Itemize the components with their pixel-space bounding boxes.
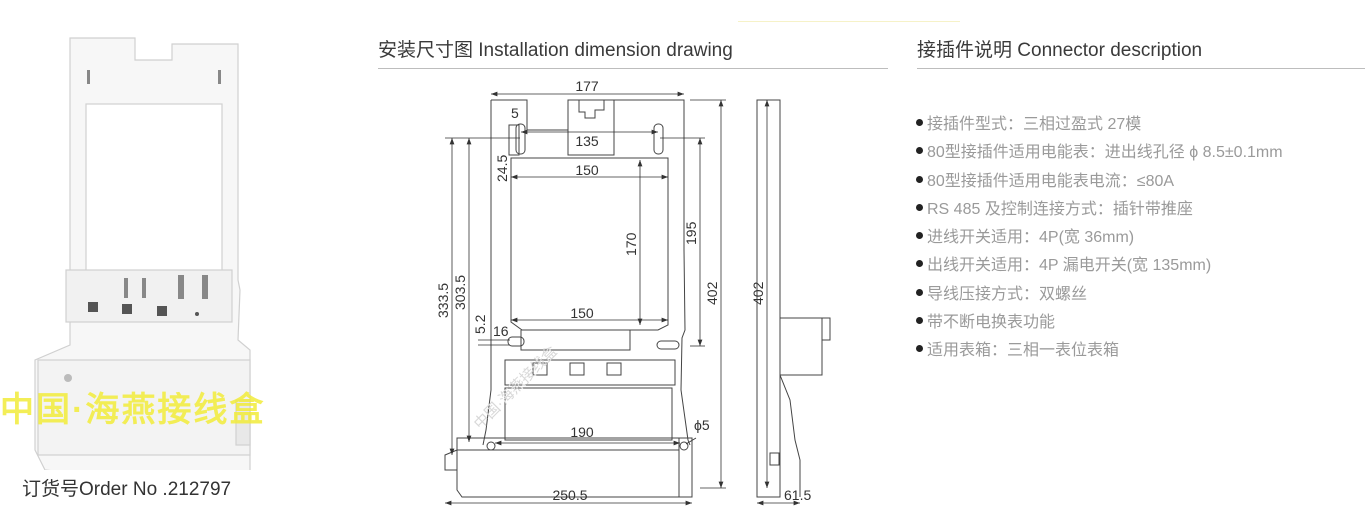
spec-item: 接插件型式：三相过盈式 27模: [916, 110, 1283, 138]
order-number: 订货号Order No .212797: [22, 479, 232, 500]
spec-item: 80型接插件适用电能表：进出线孔径 ϕ 8.5±0.1mm: [916, 138, 1283, 166]
dim-window-height: 170: [623, 232, 639, 256]
spec-item: 适用表箱：三相一表位表箱: [916, 336, 1283, 364]
dim-hole-spacing-vertical: 195: [683, 221, 699, 245]
dim-height-333: 333.5: [435, 283, 451, 318]
top-accent-line: [738, 21, 960, 22]
bullet-icon: [916, 175, 923, 183]
dim-16: 16: [493, 323, 509, 339]
drawing-title-rule: [378, 68, 888, 69]
drawing-title: 安装尺寸图 Installation dimension drawing: [378, 40, 733, 61]
dim-depth: 61.5: [784, 487, 811, 503]
spec-item: 带不断电换表功能: [916, 308, 1283, 336]
dim-hole-diameter: ϕ5: [694, 417, 710, 433]
spec-item: 导线压接方式：双螺丝: [916, 280, 1283, 308]
connector-title: 接插件说明 Connector description: [917, 40, 1203, 61]
bullet-icon: [916, 260, 923, 268]
product-watermark: 中国·海燕接线盒: [0, 391, 266, 429]
bullet-icon: [916, 119, 923, 126]
bullet-icon: [916, 345, 923, 353]
dim-total-height-front: 402: [704, 281, 720, 305]
bullet-icon: [916, 288, 923, 296]
dim-slot-width: 5: [511, 105, 519, 121]
dim-total-height-side: 402: [750, 281, 766, 305]
bullet-icon: [916, 317, 923, 325]
dim-base-width: 250.5: [552, 487, 587, 503]
bullet-icon: [916, 147, 923, 155]
connector-spec-list: 接插件型式：三相过盈式 27模 80型接插件适用电能表：进出线孔径 ϕ 8.5±…: [916, 110, 1283, 365]
dim-base-hole-spacing: 190: [570, 424, 594, 440]
spec-item: 进线开关适用：4P(宽 36mm): [916, 223, 1283, 251]
dim-slot-spacing: 135: [575, 133, 599, 149]
bullet-icon: [916, 203, 923, 211]
spec-item: RS 485 及控制连接方式：插针带推座: [916, 195, 1283, 223]
dim-offset-vertical: 24.5: [494, 155, 510, 182]
dim-window-width-bottom: 150: [570, 305, 594, 321]
bullet-icon: [916, 232, 923, 240]
dim-5-2: 5.2: [472, 314, 488, 334]
dim-width-top: 177: [575, 78, 599, 94]
dim-window-width-top: 150: [575, 162, 599, 178]
spec-item: 80型接插件适用电能表电流：≤80A: [916, 167, 1283, 195]
connector-title-rule: [917, 68, 1365, 69]
dim-height-303: 303.5: [452, 275, 468, 310]
product-photo: [0, 30, 310, 491]
spec-item: 出线开关适用：4P 漏电开关(宽 135mm): [916, 251, 1283, 279]
